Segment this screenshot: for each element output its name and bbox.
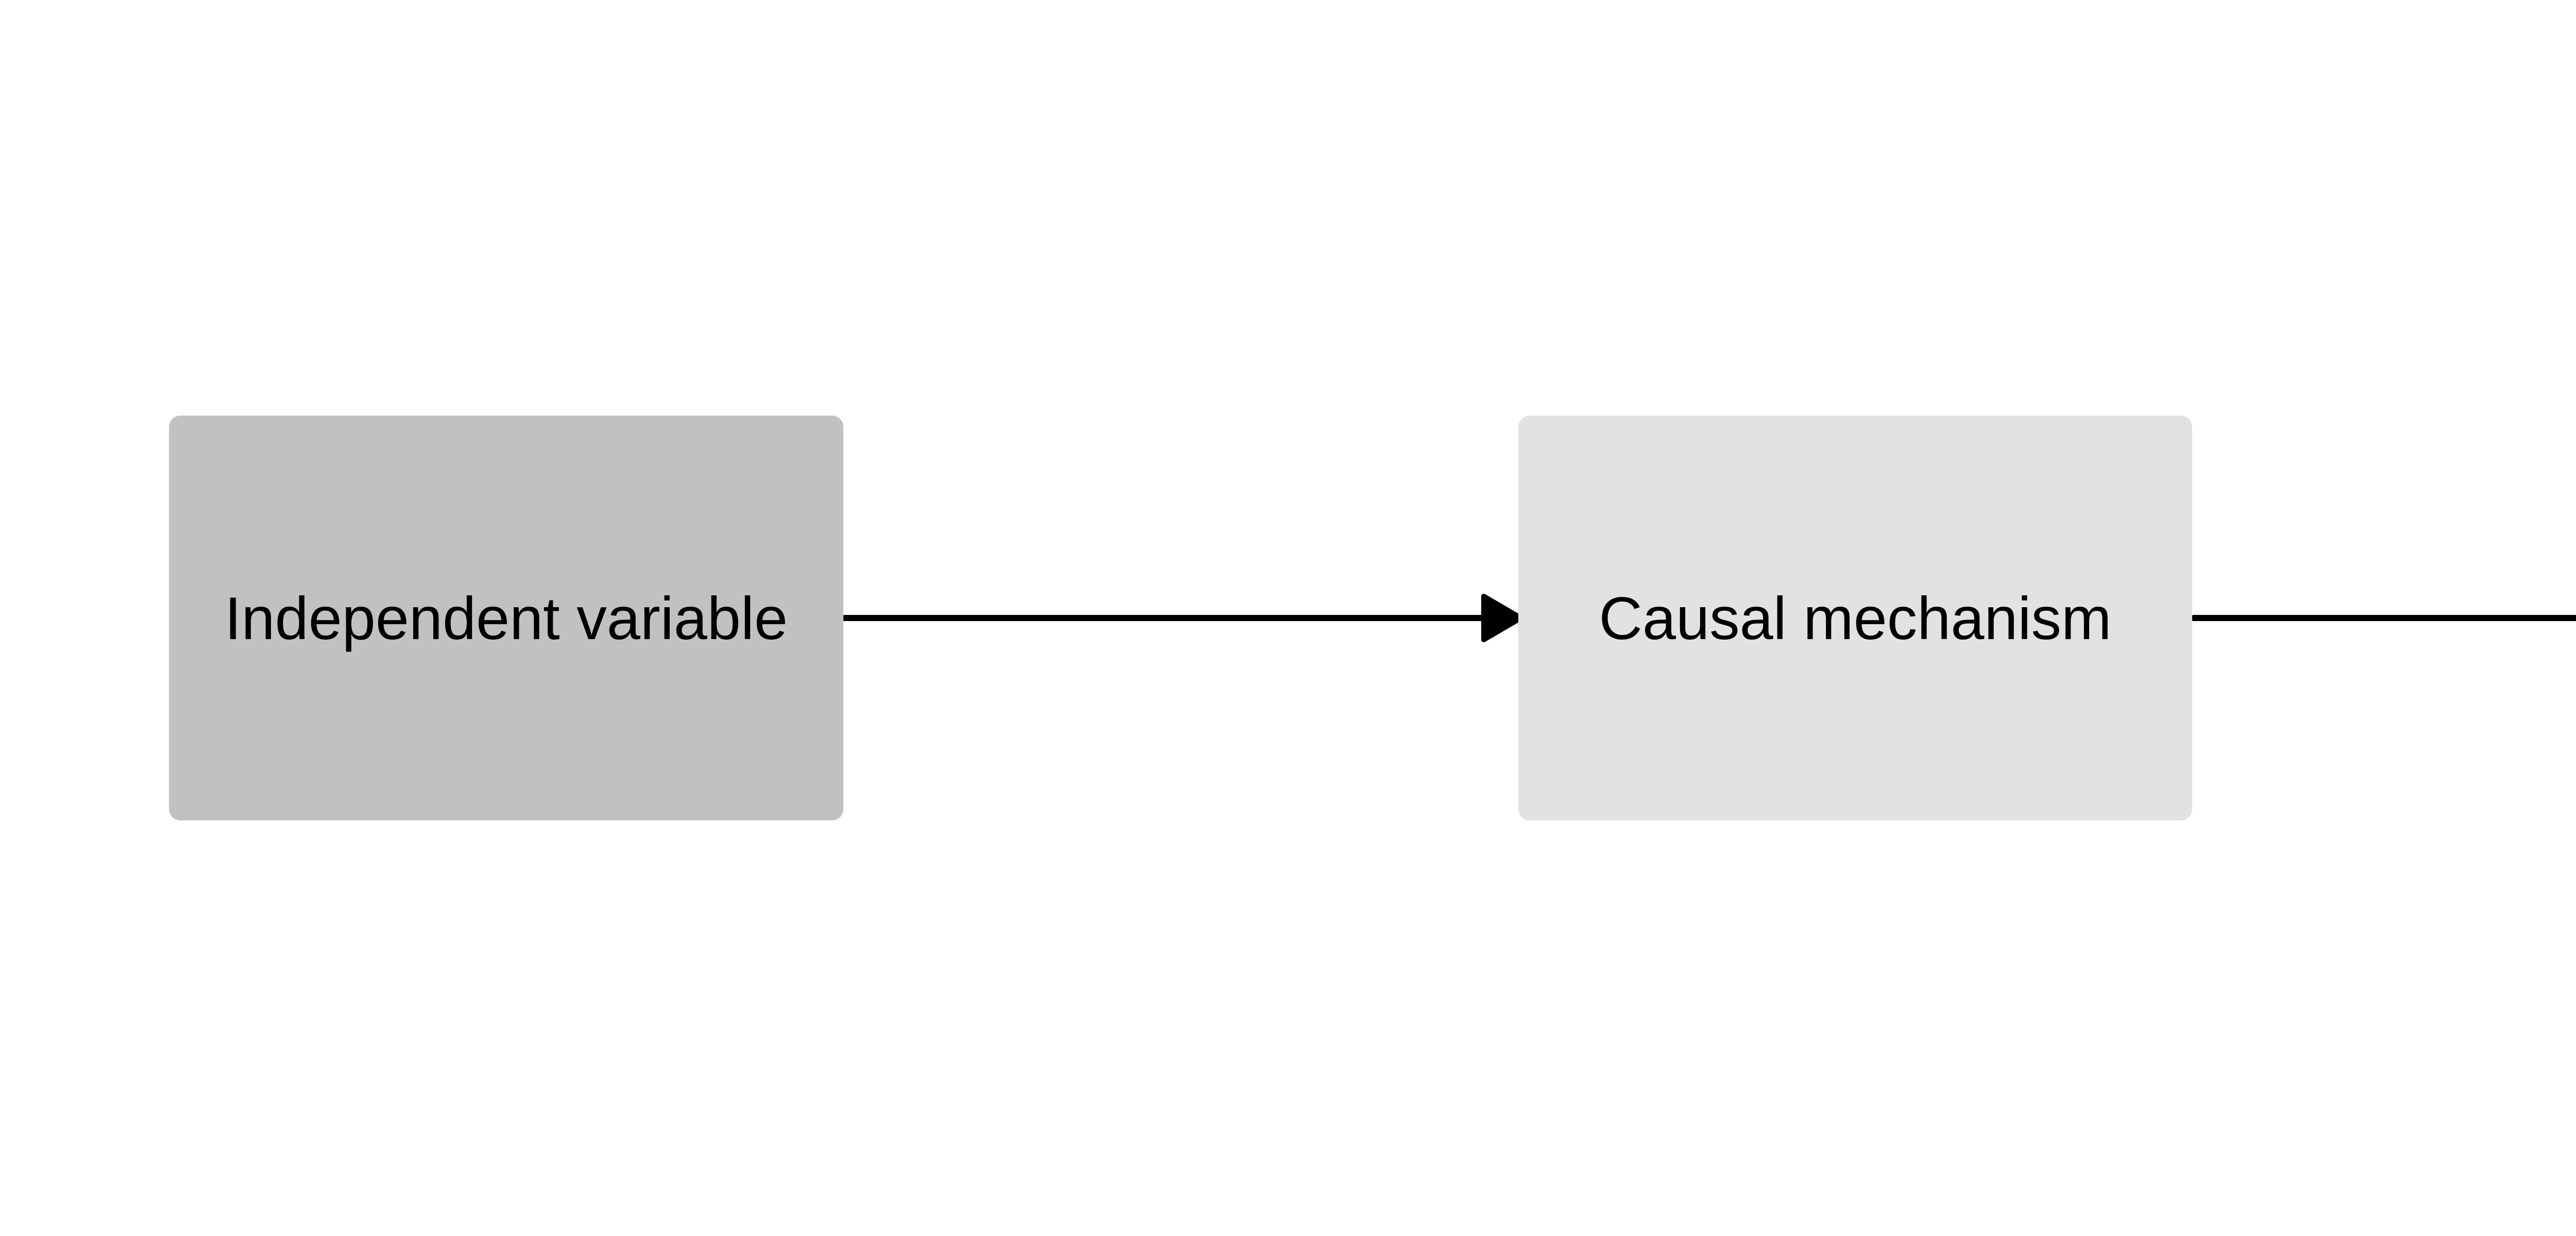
node-label-independent-variable: Independent variable xyxy=(225,584,788,652)
arrow-independent-to-mechanism xyxy=(842,594,1523,642)
arrowhead-icon xyxy=(1481,594,1523,642)
node-causal-mechanism: Causal mechanism xyxy=(1518,416,2192,820)
node-label-causal-mechanism: Causal mechanism xyxy=(1599,584,2112,652)
arrow-mechanism-to-dependent xyxy=(2191,615,2576,621)
node-independent-variable: Independent variable xyxy=(169,416,843,820)
